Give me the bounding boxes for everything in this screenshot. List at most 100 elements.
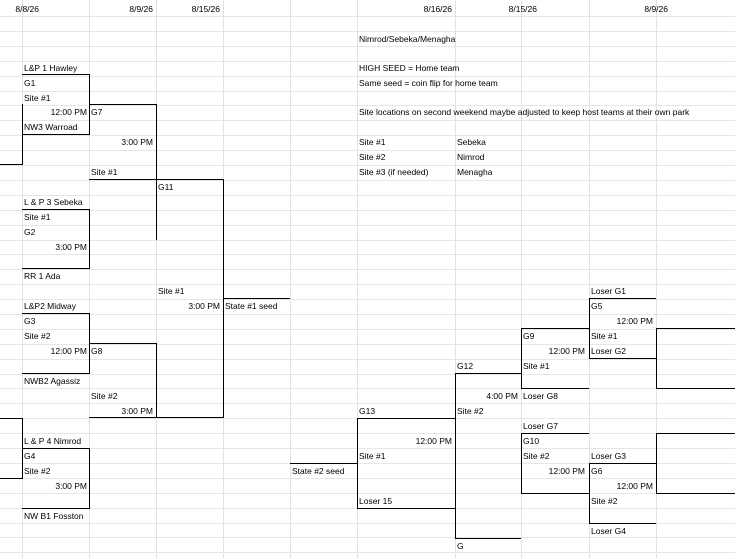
bracket-vline bbox=[89, 313, 90, 374]
cell-g8t[interactable]: 3:00 PM bbox=[121, 406, 153, 416]
cell-g5[interactable]: G5 bbox=[591, 301, 603, 311]
cell-n1[interactable]: Nimrod/Sebeka/Menagha bbox=[359, 34, 456, 44]
cell-h-c[interactable]: 8/15/26 bbox=[191, 4, 220, 14]
bracket-hline bbox=[156, 417, 223, 418]
cell-n3[interactable]: Same seed = coin flip for home team bbox=[359, 78, 498, 88]
cell-s2[interactable]: Site #2 bbox=[359, 152, 386, 162]
cell-h-a[interactable]: 8/8/26 bbox=[15, 4, 39, 14]
cell-g11s[interactable]: Site #1 bbox=[158, 286, 185, 296]
cell-g5t[interactable]: 12:00 PM bbox=[616, 316, 653, 326]
bracket-vline bbox=[89, 209, 90, 269]
cell-g8s[interactable]: Site #2 bbox=[91, 391, 118, 401]
cell-g1[interactable]: G1 bbox=[24, 78, 36, 88]
cell-g3[interactable]: G3 bbox=[24, 316, 36, 326]
cell-s3[interactable]: Site #3 (if needed) bbox=[359, 167, 429, 177]
cell-g12s[interactable]: Site #2 bbox=[457, 406, 484, 416]
cell-st2[interactable]: State #2 seed bbox=[292, 466, 345, 476]
bracket-hline bbox=[89, 179, 156, 180]
cell-s1v[interactable]: Sebeka bbox=[457, 137, 486, 147]
cell-g7t[interactable]: 3:00 PM bbox=[121, 137, 153, 147]
cell-t4[interactable]: RR 1 Ada bbox=[24, 271, 61, 281]
bracket-vline bbox=[22, 418, 23, 479]
cell-t7[interactable]: L & P 4 Nimrod bbox=[24, 436, 82, 446]
cell-lg7[interactable]: Loser G7 bbox=[523, 421, 558, 431]
bracket-vline bbox=[521, 433, 522, 494]
bracket-hline bbox=[521, 433, 589, 434]
cell-h-d[interactable]: 8/16/26 bbox=[423, 4, 452, 14]
cell-g1s[interactable]: Site #1 bbox=[24, 93, 51, 103]
cell-g7[interactable]: G7 bbox=[91, 107, 103, 117]
cell-g9s[interactable]: Site #1 bbox=[523, 361, 550, 371]
cell-g9[interactable]: G9 bbox=[523, 331, 535, 341]
cell-h-f[interactable]: 8/9/26 bbox=[644, 4, 668, 14]
cell-g8[interactable]: G8 bbox=[91, 346, 103, 356]
bracket-hline bbox=[0, 164, 22, 165]
bracket-hline bbox=[156, 179, 223, 180]
cell-g3s[interactable]: Site #2 bbox=[24, 331, 51, 341]
cell-g12[interactable]: G12 bbox=[457, 361, 474, 371]
cell-h-e[interactable]: 8/15/26 bbox=[508, 4, 537, 14]
cell-g1t[interactable]: 12:00 PM bbox=[50, 107, 87, 117]
bracket-hline bbox=[656, 328, 735, 329]
bracket-hline bbox=[656, 388, 735, 389]
cell-g9t[interactable]: 12:00 PM bbox=[548, 346, 585, 356]
cell-lg1[interactable]: Loser G1 bbox=[591, 286, 626, 296]
bracket-hline bbox=[589, 358, 656, 359]
cell-g6[interactable]: G6 bbox=[591, 466, 603, 476]
bracket-hline bbox=[89, 104, 156, 105]
cell-s2v[interactable]: Nimrod bbox=[457, 152, 485, 162]
cell-lg4[interactable]: Loser G4 bbox=[591, 526, 626, 536]
cell-g10s[interactable]: Site #2 bbox=[523, 451, 550, 461]
cell-lg8[interactable]: Loser G8 bbox=[523, 391, 558, 401]
cell-h-b[interactable]: 8/9/26 bbox=[129, 4, 153, 14]
cell-g6s[interactable]: Site #2 bbox=[591, 496, 618, 506]
bracket-vline bbox=[22, 104, 23, 165]
cell-g2[interactable]: G2 bbox=[24, 227, 36, 237]
cell-g4s[interactable]: Site #2 bbox=[24, 466, 51, 476]
cell-t5[interactable]: L&P2 Midway bbox=[24, 301, 76, 311]
cell-t1[interactable]: L&P 1 Hawley bbox=[24, 63, 78, 73]
cell-g3t[interactable]: 12:00 PM bbox=[50, 346, 87, 356]
cell-g12t[interactable]: 4:00 PM bbox=[486, 391, 518, 401]
cell-n4[interactable]: Site locations on second weekend maybe a… bbox=[359, 107, 690, 117]
cell-g13t[interactable]: 12:00 PM bbox=[415, 436, 452, 446]
bracket-vline bbox=[656, 433, 657, 494]
cell-t8[interactable]: NW B1 Fosston bbox=[24, 511, 84, 521]
cell-g10[interactable]: G10 bbox=[523, 436, 540, 446]
cell-n2[interactable]: HIGH SEED = Home team bbox=[359, 63, 460, 73]
cell-g7s[interactable]: Site #1 bbox=[91, 167, 118, 177]
bracket-vline bbox=[589, 463, 590, 524]
bracket-hline bbox=[656, 433, 735, 434]
cell-g13s[interactable]: Site #1 bbox=[359, 451, 386, 461]
cell-lg3[interactable]: Loser G3 bbox=[591, 451, 626, 461]
cell-g4[interactable]: G4 bbox=[24, 451, 36, 461]
cell-gfoot[interactable]: G bbox=[457, 541, 464, 551]
cell-s1[interactable]: Site #1 bbox=[359, 137, 386, 147]
cell-g4t[interactable]: 3:00 PM bbox=[55, 481, 87, 491]
cell-lg2[interactable]: Loser G2 bbox=[591, 346, 626, 356]
cell-s3v[interactable]: Menagha bbox=[457, 167, 493, 177]
cell-t6[interactable]: NWB2 Agassiz bbox=[24, 376, 81, 386]
cell-g13[interactable]: G13 bbox=[359, 406, 376, 416]
cell-t3[interactable]: L & P 3 Sebeka bbox=[24, 197, 83, 207]
bracket-vline bbox=[89, 448, 90, 509]
bracket-hline bbox=[22, 373, 89, 374]
cell-g6t[interactable]: 12:00 PM bbox=[616, 481, 653, 491]
bracket-vline bbox=[521, 328, 522, 389]
bracket-hline bbox=[357, 418, 455, 419]
cell-g5s[interactable]: Site #1 bbox=[591, 331, 618, 341]
cell-l15[interactable]: Loser 15 bbox=[359, 496, 393, 506]
cell-st1[interactable]: State #1 seed bbox=[225, 301, 278, 311]
bracket-hline bbox=[223, 298, 290, 299]
bracket-hline bbox=[589, 463, 656, 464]
cell-g2s[interactable]: Site #1 bbox=[24, 212, 51, 222]
bracket-hline bbox=[521, 493, 589, 494]
cell-t2[interactable]: NW3 Warroad bbox=[24, 122, 78, 132]
bracket-hline bbox=[589, 298, 656, 299]
cell-g2t[interactable]: 3:00 PM bbox=[55, 242, 87, 252]
cell-g11[interactable]: G11 bbox=[158, 182, 174, 192]
bracket-hline bbox=[290, 463, 357, 464]
cell-g10t[interactable]: 12:00 PM bbox=[548, 466, 585, 476]
cell-g11t[interactable]: 3:00 PM bbox=[188, 301, 220, 311]
